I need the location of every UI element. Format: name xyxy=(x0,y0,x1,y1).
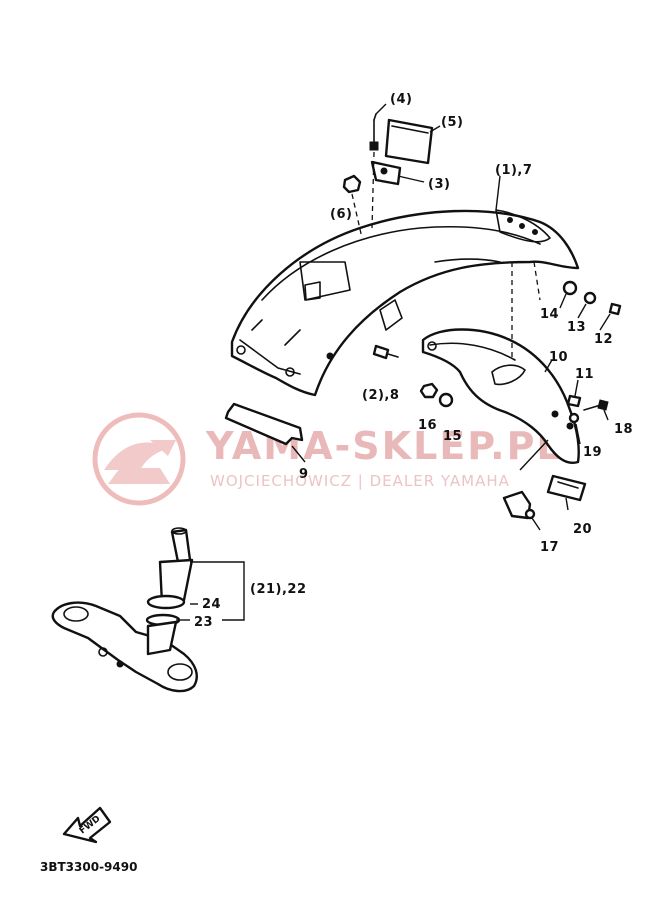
leader-lines xyxy=(176,103,611,621)
watermark: YAMA-SKLEP.PL WOJCIECHOWICZ | DEALER YAM… xyxy=(92,412,561,506)
label-9: 9 xyxy=(299,467,309,482)
label-1-7: (1),7 xyxy=(495,163,532,178)
label-24: 24 xyxy=(202,597,221,612)
seal xyxy=(224,402,304,446)
inner-fender xyxy=(421,261,580,465)
hardware xyxy=(372,280,622,520)
diagram-code: 3BT3300-9490 xyxy=(40,860,137,874)
forward-arrow-icon: FWD xyxy=(62,806,112,844)
label-5: (5) xyxy=(441,115,463,130)
label-16: 16 xyxy=(418,418,437,433)
label-18: 18 xyxy=(614,422,633,437)
watermark-dealer: WOJCIECHOWICZ | DEALER YAMAHA xyxy=(210,472,510,490)
label-14: 14 xyxy=(540,307,559,322)
label-20: 20 xyxy=(573,522,592,537)
label-13: 13 xyxy=(567,320,586,335)
reflector-assembly xyxy=(342,113,434,239)
label-2-8: (2),8 xyxy=(362,388,399,403)
steering-stem xyxy=(51,527,198,693)
label-10: 10 xyxy=(549,350,568,365)
label-11: 11 xyxy=(575,367,594,382)
label-23: 23 xyxy=(194,615,213,630)
label-6: (6) xyxy=(330,207,352,222)
label-4: (4) xyxy=(390,92,412,107)
label-15: 15 xyxy=(443,429,462,444)
label-3: (3) xyxy=(428,177,450,192)
label-17: 17 xyxy=(540,540,559,555)
dealer-logo-icon xyxy=(92,412,186,506)
label-12: 12 xyxy=(594,332,613,347)
rear-fender xyxy=(230,209,580,397)
label-19: 19 xyxy=(583,445,602,460)
label-21-22: (21),22 xyxy=(250,582,307,597)
part-labels: (4) (5) (3) (6) (1),7 14 13 12 10 11 (2)… xyxy=(194,92,633,630)
